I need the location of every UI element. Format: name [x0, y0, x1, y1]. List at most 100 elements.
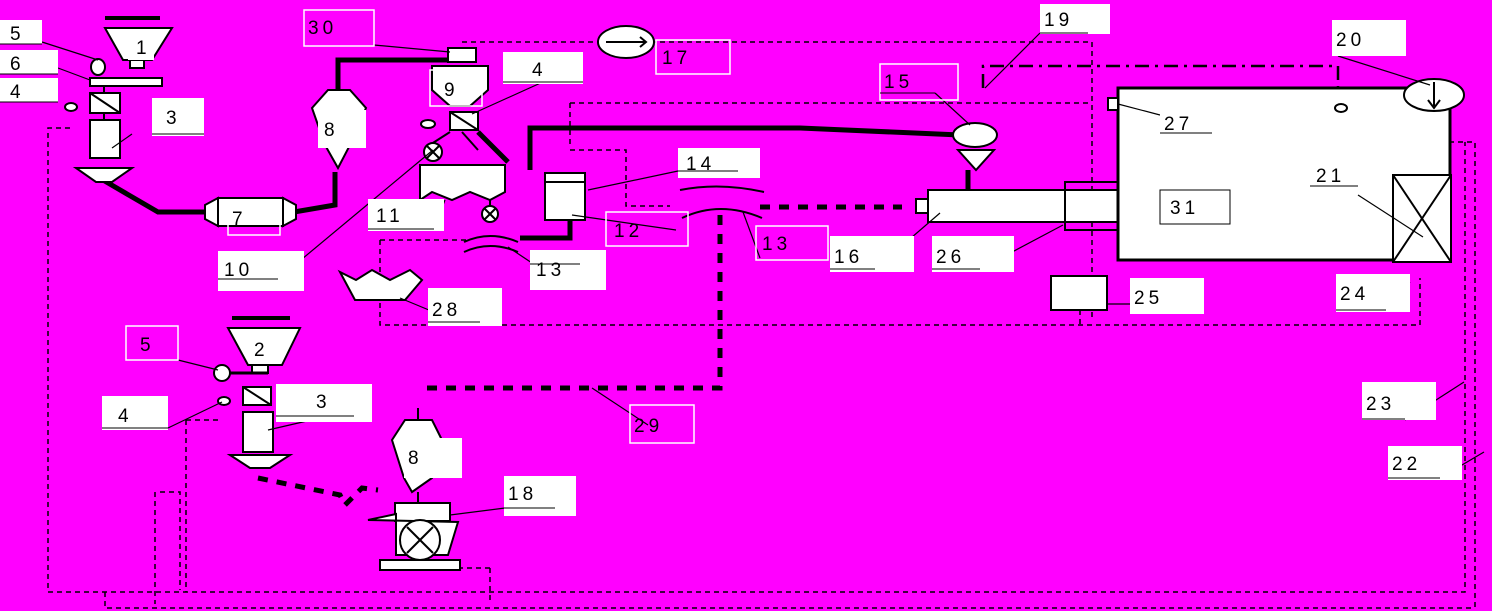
unit-12	[544, 172, 586, 221]
valve-4a-diag	[89, 92, 121, 114]
signal-line-outer-left	[47, 127, 1466, 593]
label-24: 24	[1336, 274, 1410, 312]
label-28: 28	[428, 288, 502, 326]
label-30: 30	[303, 9, 375, 47]
signal-line-bottom-tap-1	[160, 491, 181, 590]
label-17: 17	[655, 39, 731, 75]
feeder-3a	[72, 119, 136, 183]
label-20-text: 20	[1336, 30, 1365, 51]
label-9: 9	[429, 69, 483, 107]
label-29-text: 29	[634, 416, 663, 437]
mixer-7	[204, 196, 297, 228]
feed-line-29	[420, 215, 723, 391]
label-12: 12	[605, 211, 689, 247]
label-13b: 13	[755, 225, 829, 261]
label-4c: 4	[102, 396, 168, 430]
pipe-7-to-8	[293, 172, 338, 215]
label-1-text: 1	[136, 38, 151, 59]
label-10-text: 10	[224, 260, 253, 281]
pipe-to-15	[527, 125, 961, 170]
feed-line-hopper2	[257, 475, 379, 510]
dashdot-line-19	[981, 64, 1340, 102]
label-28-text: 28	[432, 300, 461, 321]
label-25: 25	[1130, 278, 1204, 314]
label-25-text: 25	[1134, 288, 1163, 309]
label-26-text: 26	[936, 247, 965, 268]
label-29: 29	[629, 404, 695, 444]
label-27-text: 27	[1164, 114, 1193, 135]
valve-4c-diag	[242, 386, 272, 406]
chute-28	[337, 268, 424, 301]
fan-20-icon	[1403, 78, 1465, 112]
valve-10-icon	[423, 142, 443, 162]
sensor-4a-icon	[64, 102, 78, 112]
label-4a-text: 4	[10, 82, 25, 103]
label-13a-text: 13	[536, 260, 565, 281]
mill-18	[367, 502, 461, 571]
cyclone-15	[952, 122, 998, 172]
sensor-5b-icon	[213, 364, 231, 382]
signal-line-bottom-right	[440, 567, 491, 604]
label-5a-text: 5	[10, 24, 25, 45]
sensor-5a-icon	[90, 58, 106, 76]
label-15-text: 15	[884, 72, 913, 93]
label-17-text: 17	[662, 48, 691, 69]
thick-pipes	[101, 57, 971, 241]
label-19-text: 19	[1044, 10, 1073, 31]
signal-line-top	[462, 41, 1093, 318]
label-27: 27	[1160, 100, 1212, 136]
sensor-4c-icon	[217, 396, 231, 406]
label-2-text: 2	[254, 340, 269, 361]
bin-9	[431, 47, 489, 107]
label-10: 10	[218, 251, 304, 291]
label-31: 31	[1159, 189, 1231, 225]
label-22-text: 22	[1392, 454, 1421, 475]
label-8b: 8	[404, 438, 462, 478]
label-5b: 5	[125, 325, 179, 361]
label-18: 18	[504, 476, 576, 516]
label-1: 1	[128, 34, 154, 60]
flap-13b-icon	[679, 185, 765, 219]
label-8a-text: 8	[324, 120, 339, 141]
signal-line-hopper2	[185, 419, 220, 592]
label-14: 14	[678, 148, 760, 178]
signal-line-bottom-inner	[104, 592, 1475, 609]
feeder-3b	[226, 411, 294, 469]
label-9-text: 9	[444, 80, 459, 101]
crusher-11	[419, 164, 506, 202]
label-16: 16	[830, 236, 914, 272]
pipe-3-to-7	[101, 177, 205, 215]
unit-25	[1050, 275, 1108, 311]
pipe-8-to-9	[335, 57, 458, 92]
label-21-text: 21	[1316, 166, 1345, 187]
label-3b-text: 3	[316, 392, 331, 413]
label-23: 23	[1362, 382, 1436, 420]
door-21-icon	[1392, 174, 1452, 263]
label-11: 11	[368, 199, 444, 231]
label-6-text: 6	[10, 54, 25, 75]
label-13b-text: 13	[762, 234, 791, 255]
label-3a-text: 3	[166, 108, 181, 129]
label-5b-text: 5	[140, 335, 155, 356]
label-7: 7	[227, 202, 281, 236]
label-13a: 13	[530, 250, 606, 290]
label-16-text: 16	[834, 247, 863, 268]
plate-6	[89, 77, 163, 87]
label-2: 2	[250, 334, 272, 361]
label-4b-text: 4	[532, 60, 547, 81]
pipe-11-out	[476, 130, 510, 164]
label-21: 21	[1310, 160, 1370, 192]
sensor-19-icon	[1334, 103, 1348, 113]
signal-line-12	[570, 149, 670, 207]
sensor-27	[1107, 97, 1119, 111]
label-3a: 3	[152, 98, 204, 136]
label-4c-text: 4	[118, 406, 133, 427]
label-11-text: 11	[376, 206, 404, 227]
label-12-text: 12	[614, 221, 643, 242]
label-18-text: 18	[508, 484, 537, 505]
valve-4b-diag	[449, 111, 479, 131]
label-30-text: 30	[308, 18, 337, 39]
signal-line-28-box	[379, 240, 1421, 326]
label-20: 20	[1332, 20, 1406, 56]
